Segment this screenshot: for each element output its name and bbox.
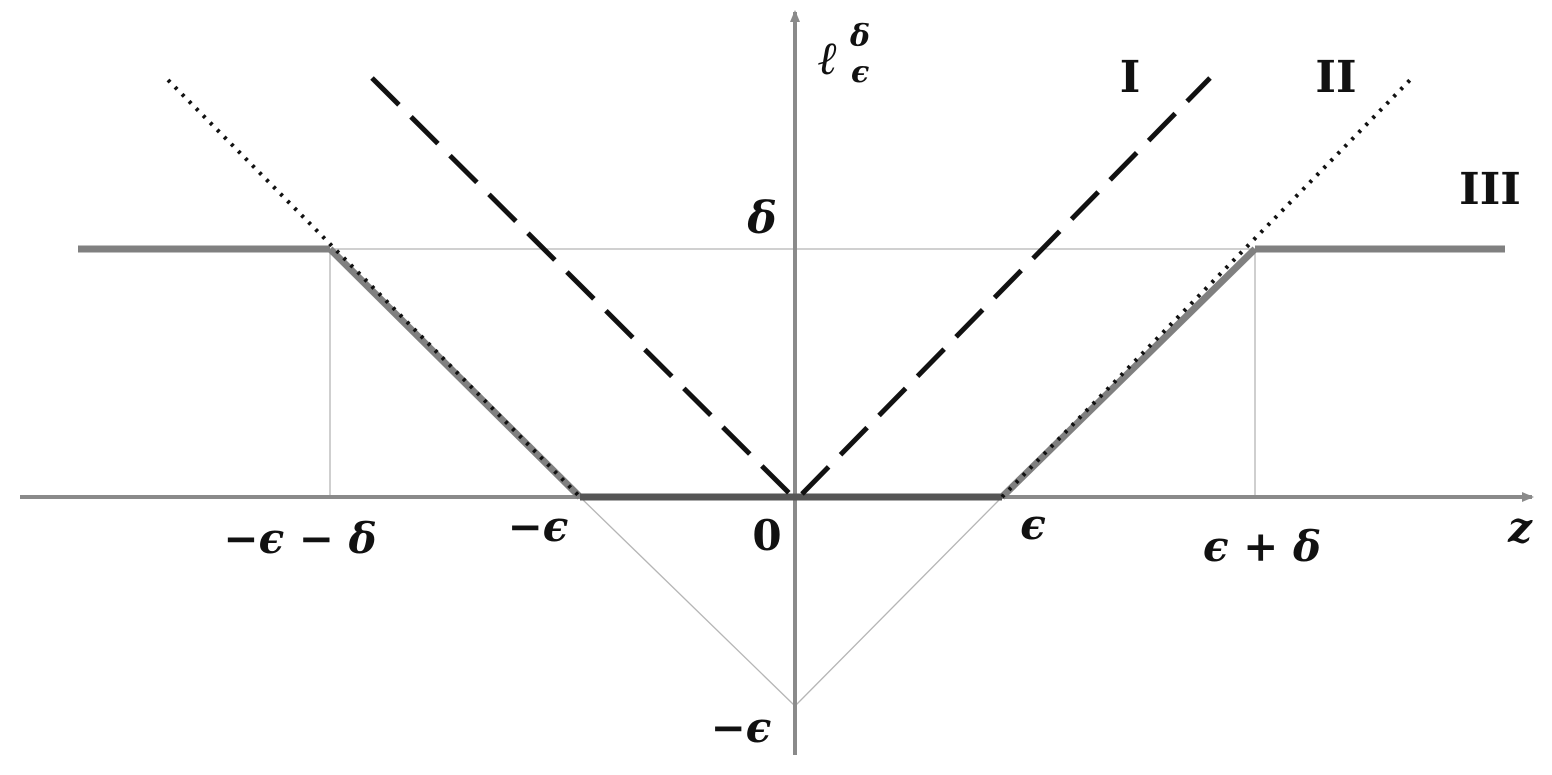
tick-label-neg-eps-y: −ϵ — [711, 703, 772, 752]
guide-lines — [329, 248, 1256, 707]
left-extension-guide — [579, 496, 796, 707]
curve-ii — [166, 78, 1412, 499]
tick-label-neg-eps: −ϵ — [508, 502, 569, 551]
axes — [20, 10, 1534, 755]
curve-label-i: I — [1120, 52, 1141, 103]
curve-iii — [78, 245, 1505, 500]
tick-label-delta: δ — [746, 193, 776, 244]
y-axis-label-subscript: ϵ — [851, 55, 869, 90]
curve-i-left-branch — [370, 76, 792, 496]
y-axis-label-superscript: δ — [849, 19, 870, 54]
x-axis-label: z — [1507, 503, 1533, 552]
y-axis-label-main: ℓ — [818, 31, 838, 85]
curve-i — [370, 76, 1212, 496]
curve-label-iii: III — [1459, 164, 1521, 215]
curve-iii-right-slope — [999, 246, 1258, 500]
tick-label-neg-eps-minus-delta: −ϵ − δ — [223, 514, 376, 563]
tick-label-eps-plus-delta: ϵ + δ — [1203, 522, 1321, 571]
tick-label-eps: ϵ — [1020, 500, 1046, 549]
tick-label-zero: 0 — [752, 511, 781, 560]
curve-ii-right-branch — [1000, 78, 1412, 499]
curve-label-ii: II — [1315, 52, 1356, 103]
right-extension-guide — [794, 496, 1003, 707]
y-axis-label: ℓ δ ϵ — [818, 19, 870, 90]
curve-i-right-branch — [800, 76, 1212, 496]
